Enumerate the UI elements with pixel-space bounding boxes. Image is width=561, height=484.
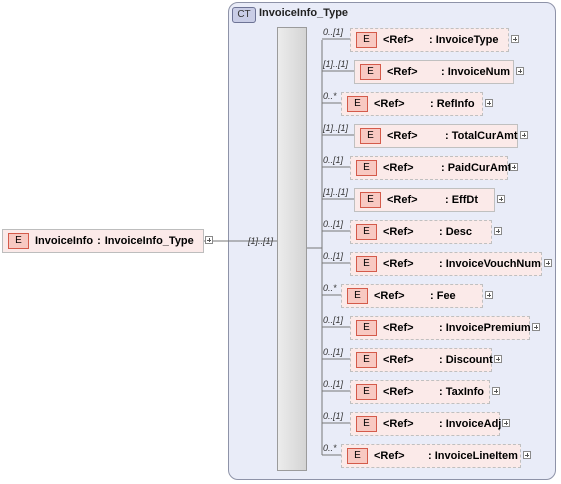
expand-icon[interactable]: [485, 99, 493, 107]
child-element-name: : InvoiceVouchNum: [439, 258, 541, 270]
cardinality-label: 0..*: [323, 443, 337, 453]
child-element-name: : Desc: [439, 226, 473, 238]
ref-label: <Ref>: [387, 66, 418, 78]
child-element-name: : Discount: [439, 354, 493, 366]
element-badge: E: [347, 288, 368, 304]
child-element-name: : InvoicePremium: [439, 322, 531, 334]
cardinality-label: 0..[1]: [323, 27, 344, 37]
cardinality-label: [1]..[1]: [323, 123, 349, 133]
expand-icon[interactable]: [497, 195, 505, 203]
complex-type-badge: CT: [232, 7, 256, 23]
child-element[interactable]: E <Ref> : Fee: [341, 284, 483, 308]
child-element-name: : EffDt: [445, 194, 478, 206]
ref-label: <Ref>: [387, 130, 418, 142]
child-element[interactable]: E <Ref> : TaxInfo: [350, 380, 490, 404]
root-element-name: InvoiceInfo: [35, 235, 94, 247]
child-element[interactable]: E <Ref> : InvoiceVouchNum: [350, 252, 542, 276]
cardinality-label: 0..[1]: [323, 315, 344, 325]
child-element[interactable]: E <Ref> : RefInfo: [341, 92, 483, 116]
expand-icon[interactable]: [520, 131, 528, 139]
cardinality-label: 0..*: [323, 91, 337, 101]
complex-type-title: InvoiceInfo_Type: [259, 7, 349, 19]
root-element-type: InvoiceInfo_Type: [104, 235, 194, 247]
child-element-name: : Fee: [430, 290, 456, 302]
ref-label: <Ref>: [383, 34, 414, 46]
ref-label: <Ref>: [383, 418, 414, 430]
child-element[interactable]: E <Ref> : Desc: [350, 220, 492, 244]
element-badge: E: [356, 256, 377, 272]
child-element-name: : PaidCurAmt: [441, 162, 512, 174]
cardinality-label: [1]..[1]: [323, 187, 349, 197]
element-badge: E: [356, 160, 377, 176]
expand-icon[interactable]: [516, 67, 524, 75]
ref-label: <Ref>: [383, 354, 414, 366]
ref-label: <Ref>: [383, 386, 414, 398]
child-element-name: : InvoiceAdj: [439, 418, 502, 430]
cardinality-label: 0..*: [323, 283, 337, 293]
child-element-name: : InvoiceType: [429, 34, 499, 46]
ref-label: <Ref>: [374, 290, 405, 302]
root-separator: :: [97, 235, 101, 247]
sequence-bar: [277, 27, 307, 471]
element-badge: E: [347, 96, 368, 112]
root-element-invoiceinfo[interactable]: E InvoiceInfo : InvoiceInfo_Type: [2, 229, 204, 253]
ref-label: <Ref>: [383, 322, 414, 334]
root-cardinality: [1]..[1]: [248, 236, 274, 246]
element-badge: E: [356, 32, 377, 48]
child-element[interactable]: E <Ref> : InvoicePremium: [350, 316, 531, 340]
child-element[interactable]: E <Ref> : Discount: [350, 348, 493, 372]
expand-icon[interactable]: [510, 163, 518, 171]
ref-label: <Ref>: [387, 194, 418, 206]
element-badge: E: [360, 192, 381, 208]
element-badge: E: [360, 128, 381, 144]
child-element[interactable]: E <Ref> : EffDt: [354, 188, 495, 212]
child-element-name: : InvoiceLineItem: [428, 450, 518, 462]
ref-label: <Ref>: [383, 226, 414, 238]
expand-root-icon[interactable]: [205, 236, 213, 244]
child-element-name: : RefInfo: [430, 98, 475, 110]
child-element[interactable]: E <Ref> : InvoiceType: [350, 28, 509, 52]
expand-icon[interactable]: [492, 387, 500, 395]
ref-label: <Ref>: [374, 450, 405, 462]
expand-icon[interactable]: [494, 355, 502, 363]
child-element-name: : InvoiceNum: [441, 66, 511, 78]
child-element-name: : TaxInfo: [439, 386, 485, 398]
expand-icon[interactable]: [494, 227, 502, 235]
element-badge: E: [356, 320, 377, 336]
element-badge: E: [356, 224, 377, 240]
cardinality-label: 0..[1]: [323, 155, 344, 165]
child-element[interactable]: E <Ref> : InvoiceLineItem: [341, 444, 521, 468]
element-badge: E: [8, 233, 29, 249]
child-element[interactable]: E <Ref> : TotalCurAmt: [354, 124, 518, 148]
cardinality-label: 0..[1]: [323, 379, 344, 389]
element-badge: E: [356, 352, 377, 368]
element-badge: E: [347, 448, 368, 464]
expand-icon[interactable]: [485, 291, 493, 299]
child-element[interactable]: E <Ref> : PaidCurAmt: [350, 156, 512, 180]
cardinality-label: [1]..[1]: [323, 59, 349, 69]
expand-icon[interactable]: [502, 419, 510, 427]
element-badge: E: [360, 64, 381, 80]
cardinality-label: 0..[1]: [323, 219, 344, 229]
ref-label: <Ref>: [383, 162, 414, 174]
ref-label: <Ref>: [383, 258, 414, 270]
expand-icon[interactable]: [544, 259, 552, 267]
child-element[interactable]: E <Ref> : InvoiceAdj: [350, 412, 502, 436]
element-badge: E: [356, 384, 377, 400]
cardinality-label: 0..[1]: [323, 347, 344, 357]
expand-icon[interactable]: [523, 451, 531, 459]
expand-icon[interactable]: [511, 35, 519, 43]
expand-icon[interactable]: [532, 323, 540, 331]
child-element-name: : TotalCurAmt: [445, 130, 518, 142]
element-badge: E: [356, 416, 377, 432]
cardinality-label: 0..[1]: [323, 251, 344, 261]
cardinality-label: 0..[1]: [323, 411, 344, 421]
ref-label: <Ref>: [374, 98, 405, 110]
child-element[interactable]: E <Ref> : InvoiceNum: [354, 60, 514, 84]
